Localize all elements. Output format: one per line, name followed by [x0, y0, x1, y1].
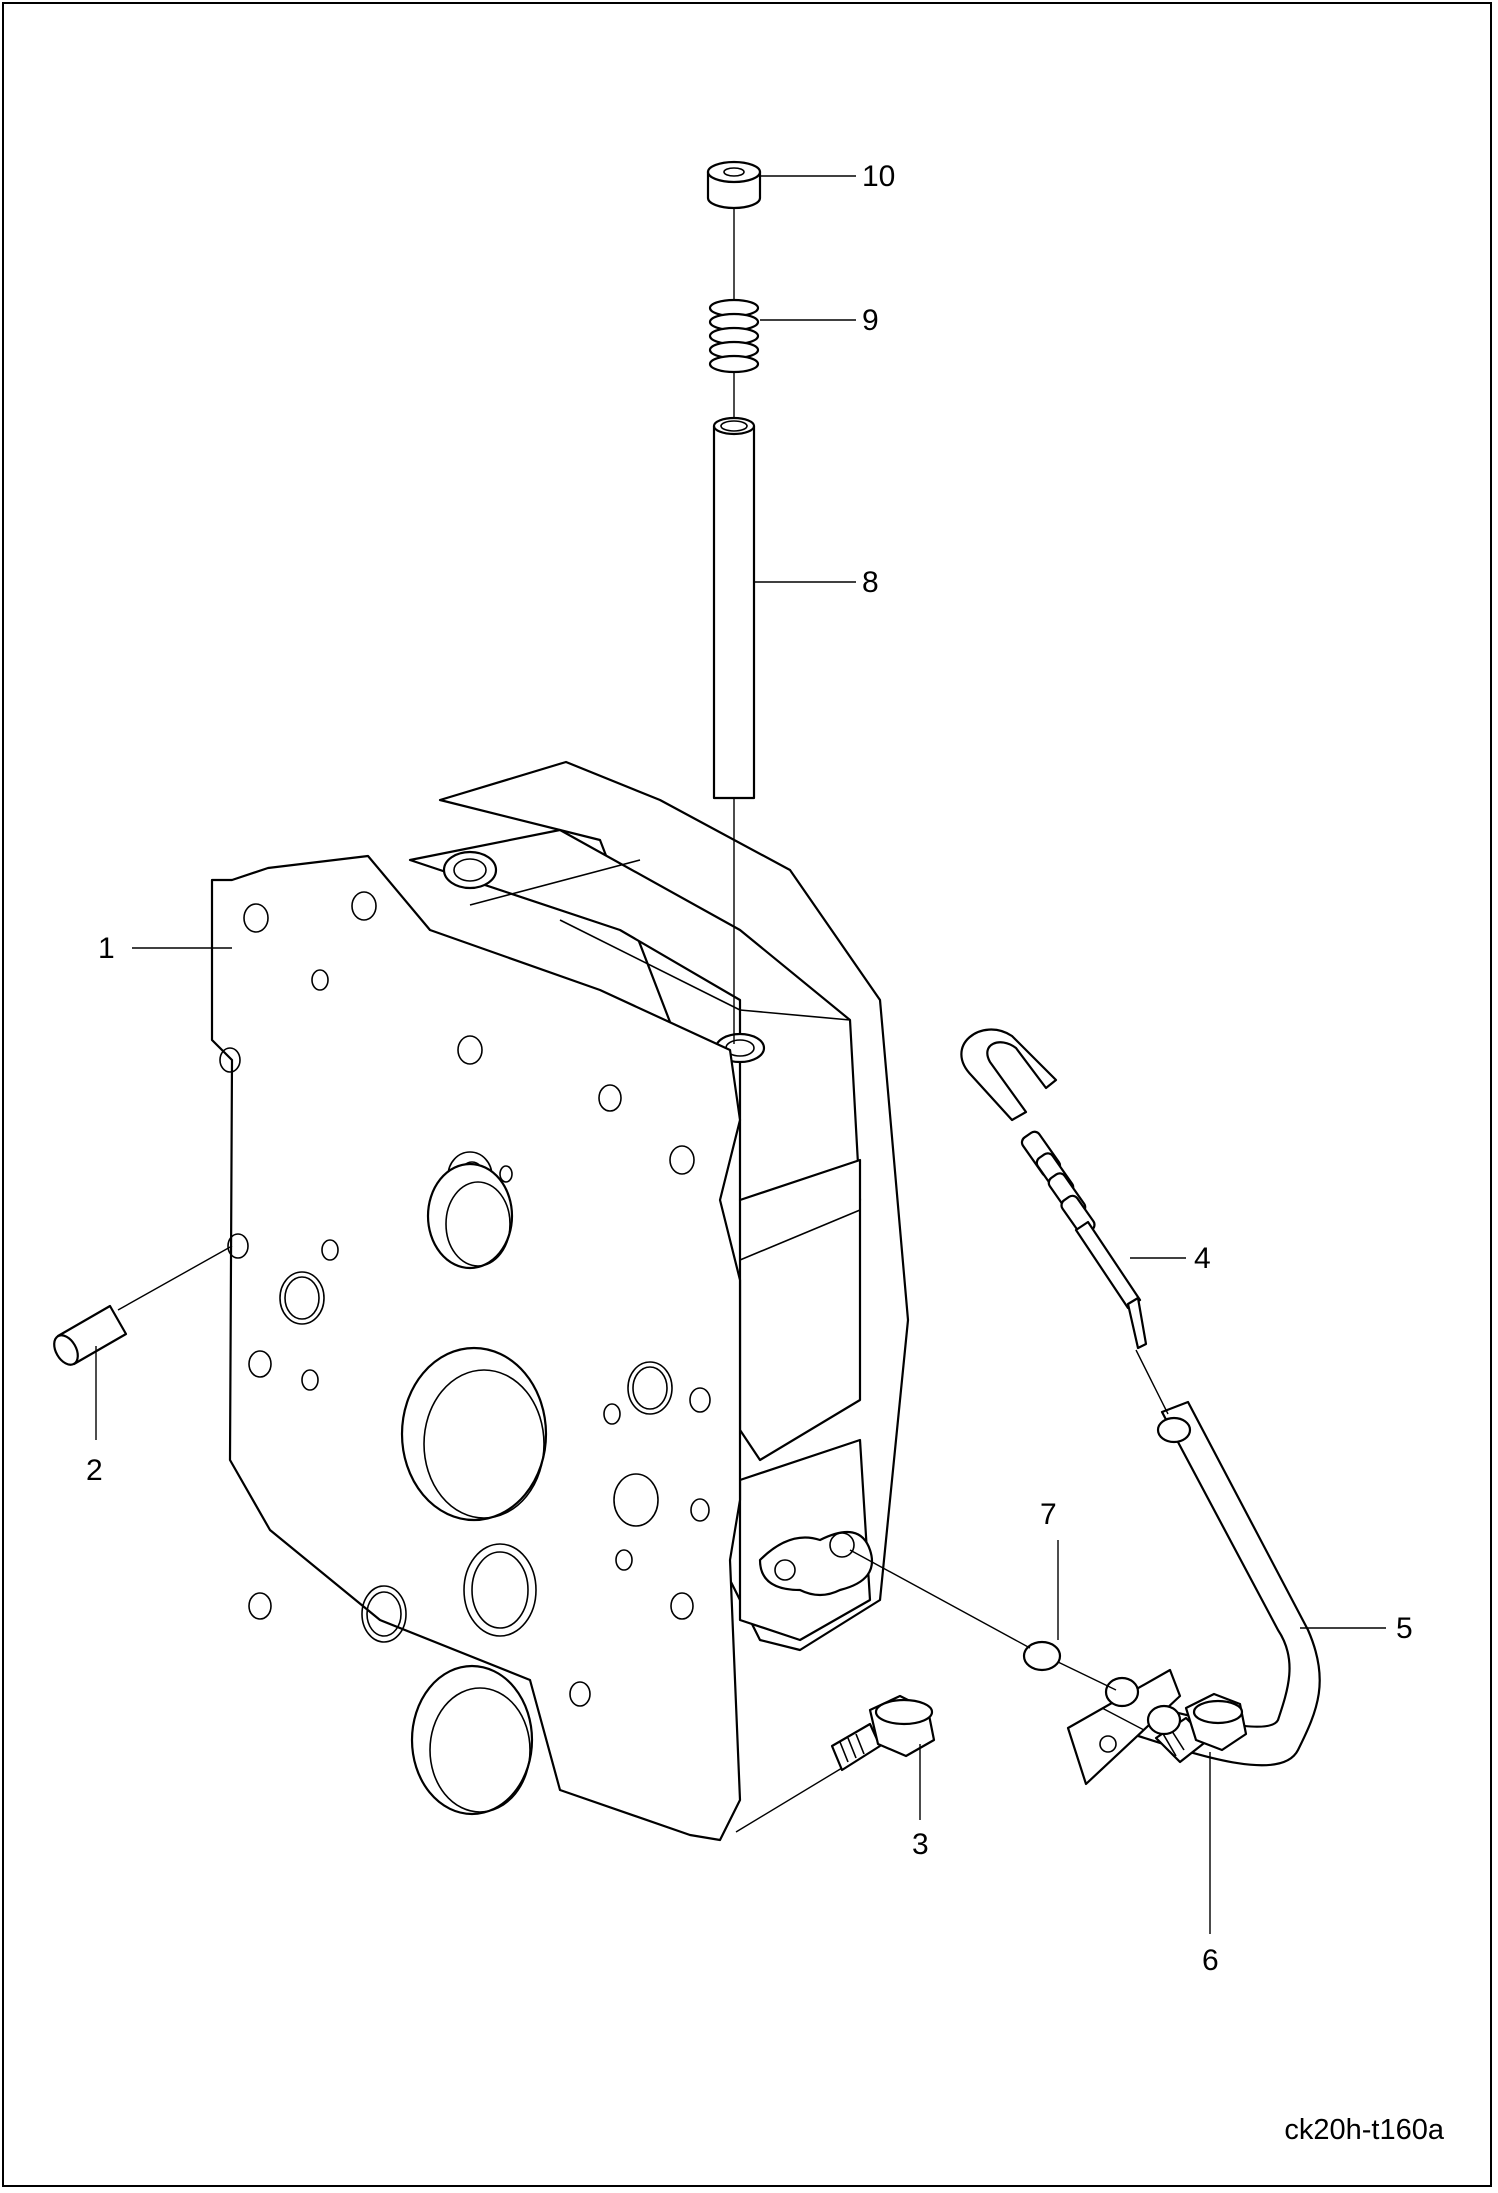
bolt	[830, 1694, 936, 1772]
callout-9: 9	[862, 304, 879, 337]
rod	[712, 416, 756, 800]
dipstick	[960, 1028, 1148, 1350]
housing-cover	[210, 760, 910, 1842]
callout-3: 3	[912, 1828, 929, 1861]
callout-6: 6	[1202, 1944, 1219, 1977]
callout-1: 1	[98, 932, 115, 965]
plug	[706, 160, 762, 210]
callout-7: 7	[1040, 1498, 1057, 1531]
callout-5: 5	[1396, 1612, 1413, 1645]
callout-2: 2	[86, 1454, 103, 1487]
spring	[708, 298, 760, 374]
assembly-lines	[117, 208, 1169, 1833]
callout-leaders	[95, 175, 1386, 1934]
callout-10: 10	[862, 160, 896, 193]
callout-4: 4	[1194, 1242, 1211, 1275]
mounting-bracket	[1066, 1668, 1182, 1786]
o-ring	[1022, 1640, 1062, 1672]
callout-8: 8	[862, 566, 879, 599]
figure-code: ck20h-t160a	[1284, 2114, 1444, 2146]
dowel-pin	[53, 1304, 128, 1366]
tube-bolt	[1154, 1692, 1248, 1764]
